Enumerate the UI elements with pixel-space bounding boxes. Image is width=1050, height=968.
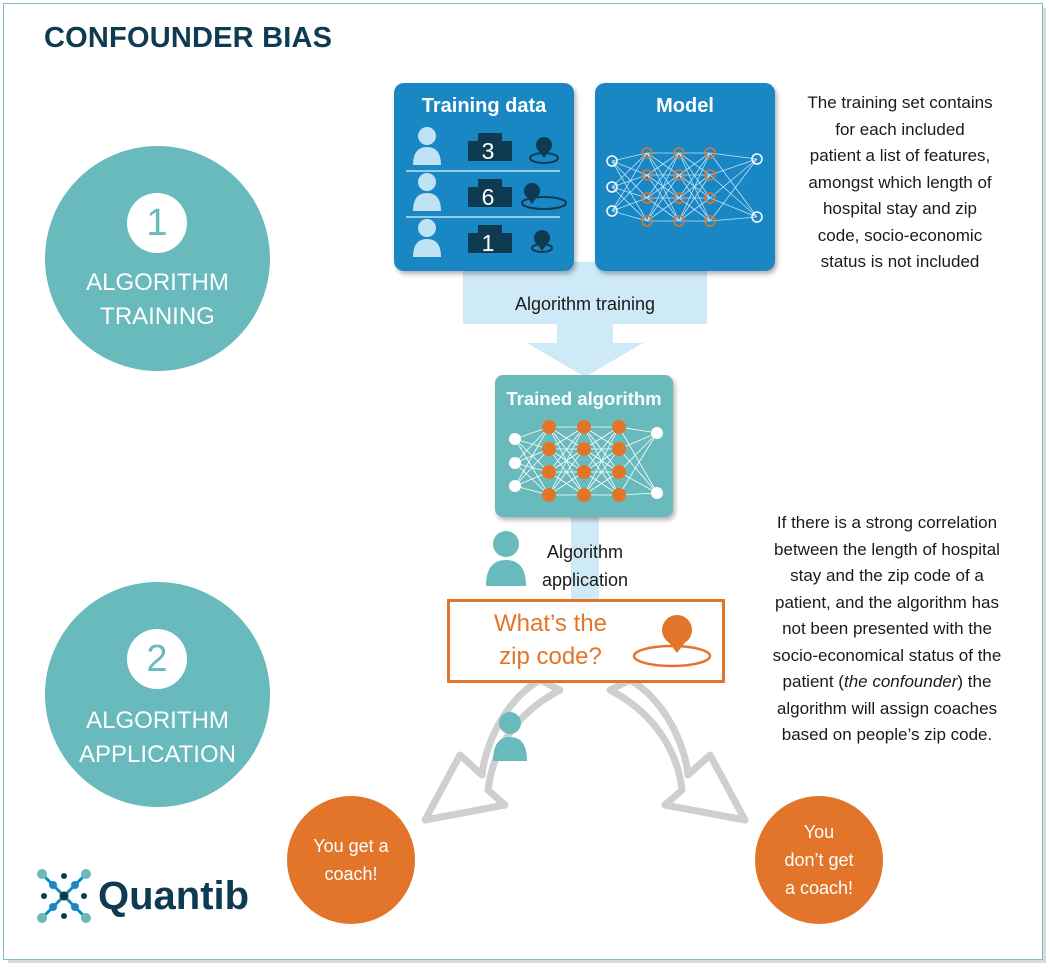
training-note: The training set contains for each inclu… (780, 90, 1020, 276)
outcome-no-coach: You don’t get a coach! (755, 796, 883, 924)
application-note-line: not been presented with the (782, 619, 992, 638)
right-split-arrow (606, 676, 749, 824)
training-row-1 (413, 127, 559, 165)
step-1-line1: ALGORITHM (86, 269, 229, 296)
training-note-line: The training set contains (807, 93, 993, 112)
application-note-line: between the length of hospital (774, 539, 1000, 559)
application-label-line: Algorithm (546, 542, 624, 562)
application-note-line: based on people’s zip code. (781, 725, 993, 744)
outcome-right-line: You (803, 822, 835, 842)
training-row-3 (413, 219, 553, 257)
algorithm-application-label: Algorithm application (530, 538, 640, 594)
step-2-line2: APPLICATION (79, 741, 236, 768)
training-note-line: for each included (835, 119, 965, 139)
application-note-line: patient, and the algorithm has (775, 592, 999, 612)
training-data-title: Training data (421, 95, 547, 117)
model-network-icon (606, 147, 763, 227)
page-title: CONFOUNDER BIAS (44, 22, 333, 54)
trained-algorithm-title: Trained algorithm (506, 388, 662, 409)
patient-icon (413, 127, 441, 165)
training-connector-bar (463, 262, 707, 324)
outcome-left-line: You get a (313, 836, 389, 856)
hospital-icon (468, 179, 512, 207)
training-note-line: amongst which length of (808, 172, 992, 192)
zip-pin-icon (521, 183, 567, 210)
application-note-line: algorithm will assign coaches (776, 698, 998, 718)
step-1-circle: 1 ALGORITHM TRAINING (45, 146, 270, 371)
outcome-right-line: a coach! (784, 878, 854, 898)
question-text: What’s the zip code? (458, 607, 643, 673)
step-2-circle: 2 ALGORITHM APPLICATION (45, 582, 270, 807)
zip-pin-icon (632, 615, 712, 668)
application-label-line: application (541, 570, 629, 590)
training-note-line: patient a list of features, (809, 146, 991, 165)
training-note-line: status is not included (820, 252, 980, 271)
application-note-line: socio-economical status of the (772, 645, 1002, 665)
row-2-days: 6 (482, 184, 495, 210)
confounder-term: the confounder (843, 672, 958, 691)
trained-algorithm-panel: Trained algorithm (495, 375, 673, 517)
training-row-2 (413, 173, 567, 211)
zip-pin-icon (531, 230, 553, 253)
application-note-line: If there is a strong correlation (776, 513, 998, 532)
application-connector (571, 512, 599, 600)
patient-suffix: ) the (957, 672, 992, 691)
training-note-line: hospital stay and zip (822, 199, 978, 218)
zip-pin-icon (529, 137, 559, 164)
row-1-days: 3 (482, 138, 495, 164)
model-title: Model (656, 95, 714, 117)
brand-name: Quantib (98, 874, 250, 918)
trained-network-icon (509, 420, 663, 502)
patient-icon (486, 531, 526, 586)
patient-icon (413, 219, 441, 257)
training-down-arrow (527, 324, 643, 377)
application-note-line: stay and the zip code of a (790, 566, 984, 585)
hospital-icon (468, 225, 512, 253)
training-data-panel: Training data 3 6 1 (394, 83, 574, 271)
outcome-get-coach: You get a coach! (287, 796, 415, 924)
outcome-right-line: don’t get (784, 850, 854, 870)
step-2-number: 2 (127, 629, 187, 689)
question-line: What’s the (494, 610, 607, 637)
training-data-rows: 3 6 1 (406, 127, 567, 257)
zip-code-question-box: What’s the zip code? (447, 599, 725, 683)
algorithm-training-label: Algorithm training (514, 294, 656, 314)
row-3-days: 1 (482, 230, 495, 256)
patient-prefix: patient ( (782, 672, 844, 691)
step-1-line2: TRAINING (100, 303, 215, 330)
application-note-line: patient (the confounder) the (748, 669, 1026, 696)
training-note-line: code, socio-economic (817, 225, 983, 245)
step-1-number: 1 (127, 193, 187, 253)
question-line: zip code? (499, 643, 602, 670)
step-2-line1: ALGORITHM (86, 707, 229, 734)
application-note: If there is a strong correlation between… (748, 510, 1026, 749)
model-panel: Model (595, 83, 775, 271)
hospital-icon (468, 133, 512, 161)
patient-icon (413, 173, 441, 211)
patient-icon (493, 712, 527, 761)
outcome-left-line: coach! (324, 864, 378, 884)
quantib-logo-icon (37, 869, 91, 923)
